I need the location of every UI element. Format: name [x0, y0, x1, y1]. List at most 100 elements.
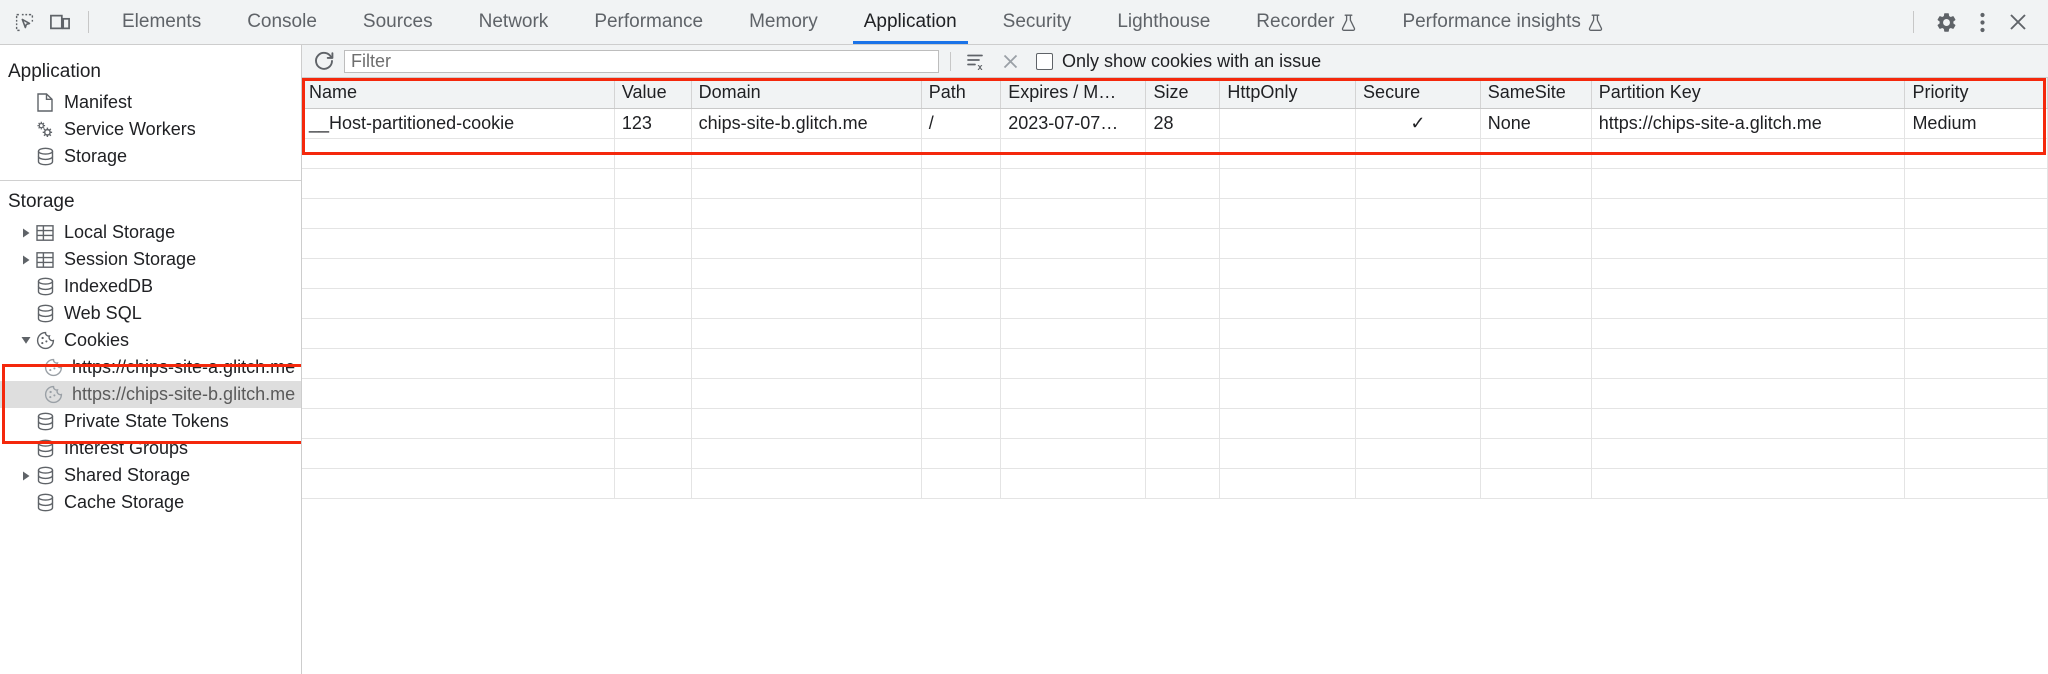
sidebar-item-cookies[interactable]: Cookies — [0, 327, 301, 354]
sidebar-item-label: Storage — [64, 146, 128, 166]
cell-expires[interactable]: 2023-07-07… — [1000, 108, 1147, 139]
tabbar-left-controls — [0, 0, 99, 44]
sidebar-item-private-state-tokens[interactable]: Private State Tokens — [0, 408, 301, 435]
sidebar-item-cookies-chips-site-a[interactable]: https://chips-site-a.glitch.me — [0, 354, 301, 381]
column-header-path[interactable]: Path — [921, 78, 1002, 109]
sidebar-item-label: IndexedDB — [64, 276, 154, 296]
sidebar-item-web-sql[interactable]: Web SQL — [0, 300, 301, 327]
tab-security[interactable]: Security — [980, 0, 1095, 44]
cookie-icon — [34, 331, 56, 351]
tab-application[interactable]: Application — [841, 0, 980, 44]
chevron-down-icon[interactable] — [18, 333, 34, 349]
column-header-domain[interactable]: Domain — [691, 78, 922, 109]
cookies-table-header: Name Value Domain Path Expires / M… Size… — [302, 78, 2048, 109]
sidebar-item-shared-storage[interactable]: Shared Storage — [0, 462, 301, 489]
filter-input[interactable] — [344, 49, 939, 73]
database-icon — [34, 439, 56, 459]
sidebar-item-manifest[interactable]: Manifest — [0, 89, 301, 116]
sidebar-section-storage: Storage — [8, 191, 75, 212]
device-toolbar-icon[interactable] — [42, 4, 78, 40]
tab-lighthouse[interactable]: Lighthouse — [1094, 0, 1233, 44]
sidebar-item-service-workers[interactable]: Service Workers — [0, 116, 301, 143]
sidebar-item-label: Service Workers — [64, 119, 196, 139]
kebab-menu-icon[interactable] — [1964, 4, 2000, 40]
tab-performance[interactable]: Performance — [571, 0, 726, 44]
column-header-samesite[interactable]: SameSite — [1480, 78, 1592, 109]
sidebar-item-cache-storage[interactable]: Cache Storage — [0, 489, 301, 516]
cell-priority[interactable]: Medium — [1904, 108, 2048, 139]
sidebar-item-label: https://chips-site-b.glitch.me — [72, 384, 296, 404]
cell-size[interactable]: 28 — [1145, 108, 1221, 139]
cell-partition-key[interactable]: https://chips-site-a.glitch.me — [1591, 108, 1906, 139]
tab-network[interactable]: Network — [456, 0, 572, 44]
table-empty-row — [302, 228, 2048, 259]
database-icon — [34, 147, 56, 167]
table-empty-row — [302, 408, 2048, 439]
tab-recorder[interactable]: Recorder — [1233, 0, 1379, 44]
issue-filter-control[interactable]: Only show cookies with an issue — [1036, 51, 1321, 72]
twisty-placeholder — [18, 95, 34, 111]
panel-tabs: Elements Console Sources Network Perform… — [99, 0, 1626, 44]
sidebar-item-cookies-chips-site-b[interactable]: https://chips-site-b.glitch.me — [0, 381, 301, 408]
column-header-expires[interactable]: Expires / M… — [1000, 78, 1147, 109]
tab-label: Elements — [122, 11, 202, 32]
table-icon — [34, 250, 56, 270]
only-issues-label: Only show cookies with an issue — [1062, 50, 1322, 71]
cell-name[interactable]: __Host-partitioned-cookie — [302, 108, 615, 139]
cell-samesite[interactable]: None — [1480, 108, 1592, 139]
application-sidebar: Application Manifest — [0, 45, 302, 674]
only-issues-checkbox[interactable] — [1036, 52, 1053, 70]
column-header-partition-key[interactable]: Partition Key — [1591, 78, 1906, 109]
column-header-value[interactable]: Value — [614, 78, 692, 109]
sidebar-item-session-storage[interactable]: Session Storage — [0, 246, 301, 273]
chevron-right-icon[interactable] — [18, 252, 34, 268]
tab-label: Application — [863, 11, 957, 32]
tab-sources[interactable]: Sources — [340, 0, 456, 44]
twisty-placeholder — [18, 279, 34, 295]
cell-httponly[interactable] — [1219, 108, 1357, 139]
tab-label: Memory — [749, 11, 818, 32]
cookies-table-body: __Host-partitioned-cookie 123 chips-site… — [302, 108, 2048, 499]
tab-label: Console — [247, 11, 317, 32]
sidebar-item-indexeddb[interactable]: IndexedDB — [0, 273, 301, 300]
table-empty-row — [302, 258, 2048, 289]
tab-label: Sources — [362, 11, 433, 32]
cell-path[interactable]: / — [921, 108, 1002, 139]
cell-secure[interactable]: ✓ — [1355, 108, 1481, 139]
gear-icon[interactable] — [1928, 4, 1964, 40]
cell-value[interactable]: 123 — [614, 108, 692, 139]
tab-label: Performance insights — [1402, 11, 1581, 32]
sidebar-item-storage[interactable]: Storage — [0, 143, 301, 170]
devtools-tabbar: Elements Console Sources Network Perform… — [0, 0, 2048, 45]
column-header-httponly[interactable]: HttpOnly — [1219, 78, 1357, 109]
twisty-placeholder — [18, 122, 34, 138]
sidebar-item-interest-groups[interactable]: Interest Groups — [0, 435, 301, 462]
close-icon[interactable] — [2000, 4, 2036, 40]
chevron-right-icon[interactable] — [18, 225, 34, 241]
toolbar-divider — [88, 11, 89, 33]
column-header-priority[interactable]: Priority — [1904, 78, 2048, 109]
column-header-size[interactable]: Size — [1145, 78, 1221, 109]
clear-all-cookies-icon[interactable] — [996, 48, 1024, 74]
inspect-element-icon[interactable] — [6, 4, 42, 40]
table-row[interactable]: __Host-partitioned-cookie 123 chips-site… — [302, 108, 2048, 139]
chevron-right-icon[interactable] — [18, 468, 34, 484]
sidebar-item-local-storage[interactable]: Local Storage — [0, 219, 301, 246]
tab-memory[interactable]: Memory — [726, 0, 841, 44]
cookie-icon — [42, 358, 64, 378]
clear-filter-icon[interactable]: x — [962, 48, 990, 74]
tab-performance-insights[interactable]: Performance insights — [1379, 0, 1625, 44]
cookies-toolbar: x Only show cookies with an issue — [302, 45, 2048, 78]
column-header-secure[interactable]: Secure — [1355, 78, 1481, 109]
sidebar-item-label: Private State Tokens — [64, 411, 229, 431]
twisty-placeholder — [18, 441, 34, 457]
tab-console[interactable]: Console — [224, 0, 340, 44]
document-icon — [34, 93, 56, 113]
refresh-icon[interactable] — [310, 48, 338, 74]
column-header-name[interactable]: Name — [302, 78, 615, 109]
cell-domain[interactable]: chips-site-b.glitch.me — [691, 108, 922, 139]
table-empty-row — [302, 378, 2048, 409]
tab-elements[interactable]: Elements — [99, 0, 224, 44]
database-icon — [34, 493, 56, 513]
